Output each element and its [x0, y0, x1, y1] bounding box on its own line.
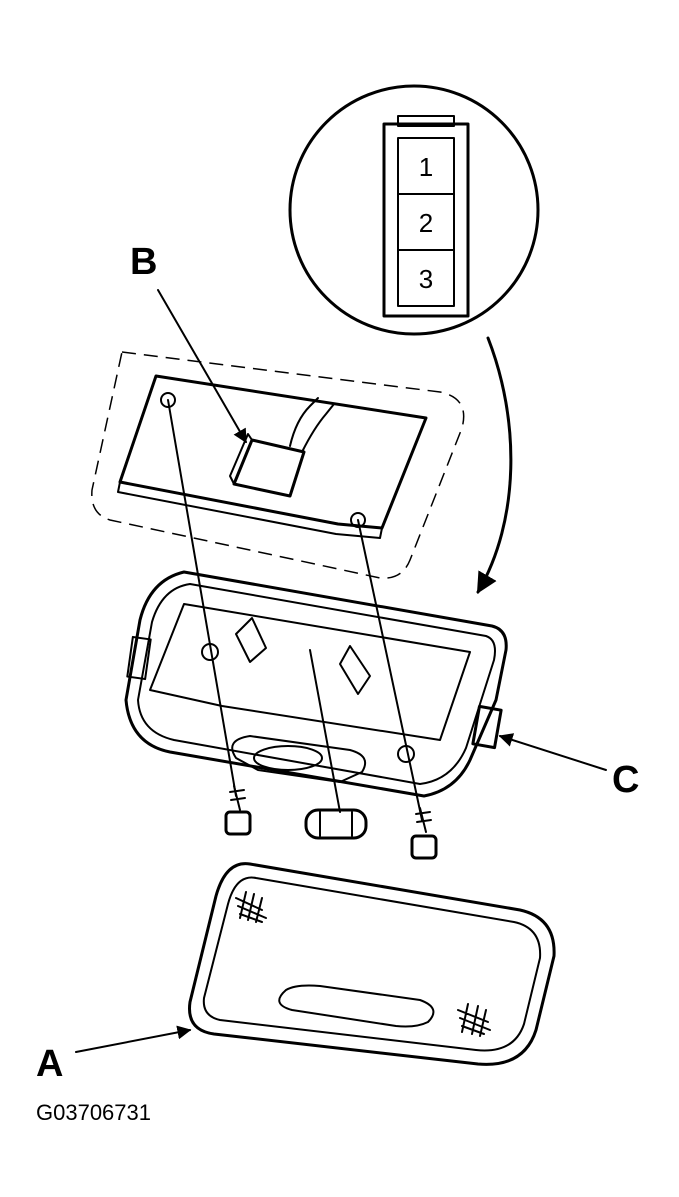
headliner-outline	[91, 351, 465, 579]
plate-screw-hole-right	[350, 512, 366, 528]
housing-clip-right-c	[471, 704, 503, 750]
connector-pin-cell-3	[397, 249, 455, 307]
housing-cavity	[149, 603, 471, 741]
wire-harness	[289, 397, 335, 453]
bulb-guide	[309, 649, 341, 813]
lens-grip-slot	[278, 984, 435, 1028]
callout-b-leader	[157, 289, 247, 444]
lens-inner-rim	[202, 876, 542, 1052]
lens-outline	[188, 862, 556, 1066]
pin-label-1: 1	[419, 152, 433, 182]
plate-screw-hole-left	[160, 392, 176, 408]
mounting-screw-right	[410, 807, 438, 860]
housing-clip-left	[126, 635, 152, 681]
callout-c-leader	[498, 733, 607, 771]
mounting-plate-edge	[117, 481, 383, 539]
mounting-screw-left	[224, 785, 252, 836]
callout-b: B	[130, 241, 157, 283]
connector-inset-circle	[288, 84, 540, 336]
housing-inner-rim	[137, 583, 496, 785]
screw-guide-left	[167, 399, 237, 797]
lens-cover	[188, 862, 556, 1066]
bulb-terminal-right	[339, 645, 371, 695]
callout-a: A	[36, 1043, 63, 1085]
housing-outer	[124, 570, 508, 798]
lens-texture-top	[235, 891, 267, 923]
switch-knob	[253, 745, 323, 771]
figure-id: G03706731	[36, 1100, 151, 1125]
callout-a-leader	[75, 1025, 192, 1053]
mounting-plate	[91, 351, 465, 579]
harness-connector-b-side	[229, 433, 253, 485]
housing-screw-hole-left	[201, 643, 219, 661]
screw-guide-right	[357, 519, 423, 821]
mounting-plate-top	[118, 374, 428, 530]
light-housing	[124, 570, 508, 798]
festoon-bulb	[304, 808, 368, 840]
bulb-terminal-left	[235, 617, 267, 663]
harness-connector-b	[232, 438, 306, 498]
pin-label-2: 2	[419, 208, 433, 238]
inset-pointer-arrow	[476, 336, 513, 594]
connector-latch	[397, 115, 455, 127]
connector-housing	[382, 122, 470, 318]
connector-detail-inset: 1 2 3	[288, 84, 540, 594]
housing-screw-hole-right	[397, 745, 415, 763]
pin-label-3: 3	[419, 264, 433, 294]
lens-texture-bottom	[457, 1003, 491, 1037]
callout-c: C	[612, 759, 639, 801]
switch-slot	[231, 735, 366, 783]
